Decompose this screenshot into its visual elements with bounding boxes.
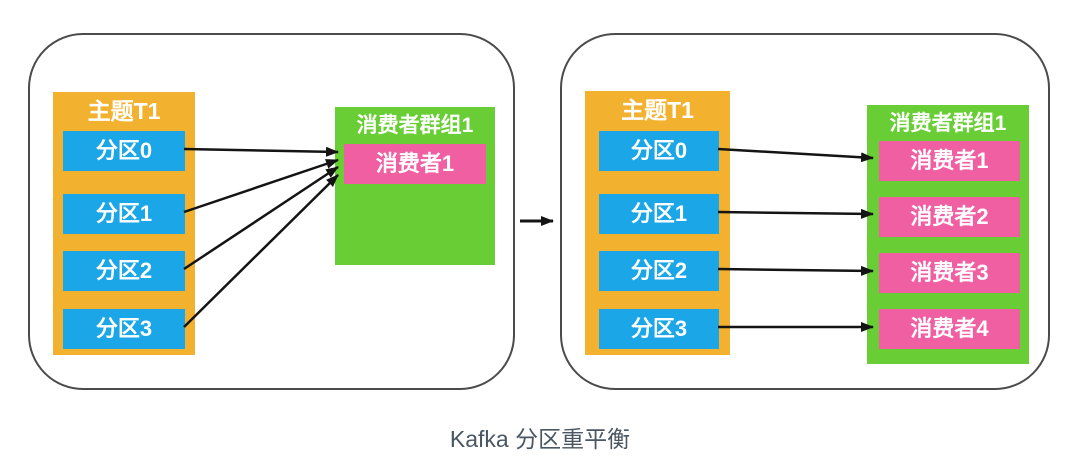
consumer-group-box: 消费者群组1 消费者1 消费者2 消费者3 消费者4 (867, 105, 1029, 364)
panel-after-rebalance: 主题T1 分区0 分区1 分区2 分区3 消费者群组1 消费者1 消费者2 消费… (560, 33, 1050, 390)
topic-box: 主题T1 分区0 分区1 分区2 分区3 (585, 91, 730, 355)
consumer-group-title: 消费者群组1 (356, 114, 474, 137)
diagram-caption: Kafka 分区重平衡 (449, 426, 631, 452)
consumer-item: 消费者3 (879, 253, 1020, 293)
consumer-group-title: 消费者群组1 (889, 112, 1007, 135)
partition-item: 分区0 (599, 131, 719, 171)
panel-before-rebalance: 主题T1 分区0 分区1 分区2 分区3 消费者群组1 消费者1 (28, 33, 515, 390)
consumer-group-box: 消费者群组1 消费者1 (335, 107, 495, 265)
consumer-item: 消费者1 (344, 144, 486, 184)
partition-item: 分区2 (599, 251, 719, 291)
consumer-item: 消费者4 (879, 309, 1020, 349)
consumer-item: 消费者1 (879, 141, 1020, 181)
topic-title: 主题T1 (621, 97, 694, 123)
partition-item: 分区2 (63, 251, 185, 291)
partition-item: 分区1 (63, 194, 185, 234)
partition-item: 分区1 (599, 194, 719, 234)
partition-item: 分区3 (63, 309, 185, 349)
partition-item: 分区3 (599, 309, 719, 349)
partition-item: 分区0 (63, 131, 185, 171)
topic-box: 主题T1 分区0 分区1 分区2 分区3 (53, 92, 195, 355)
consumer-item: 消费者2 (879, 197, 1020, 237)
topic-title: 主题T1 (87, 98, 161, 124)
